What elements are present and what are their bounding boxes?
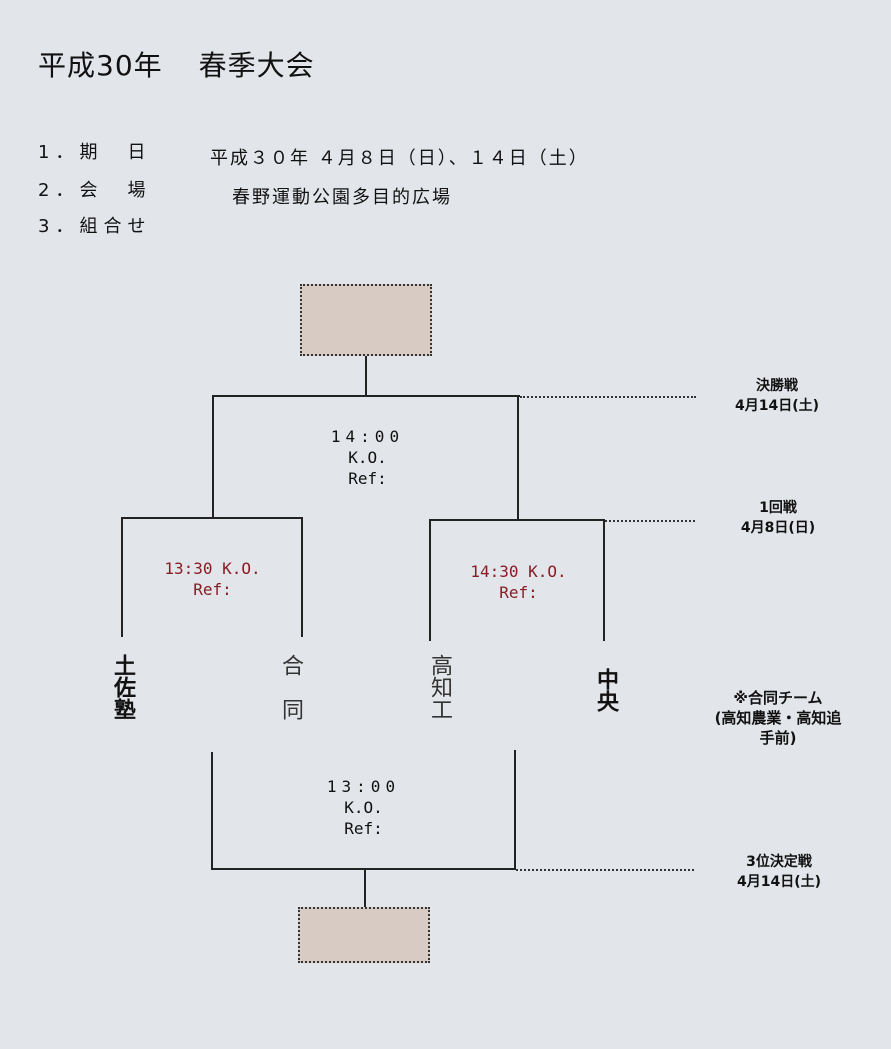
final-left-leg <box>212 395 214 519</box>
final-bar <box>212 395 520 397</box>
round1-dotted-guide <box>605 520 695 522</box>
third-stem <box>364 870 366 908</box>
champion-box <box>300 284 432 356</box>
final-ref: Ref: <box>348 469 387 488</box>
semi-left-leg-b <box>301 517 303 637</box>
semi-right-ref: Ref: <box>499 583 538 602</box>
third-time: 13:00 <box>326 777 401 796</box>
third-ko: K.O. <box>344 798 383 817</box>
third-dotted-guide <box>516 869 694 871</box>
final-ko: K.O. <box>348 448 387 467</box>
info-value-date: 平成３０年 ４月８日（日）、１４日（土） <box>210 148 589 169</box>
page-title: 平成30年 春季大会 <box>38 44 315 84</box>
semi-right-match-info: 14:30 K.O. Ref: <box>446 561 591 603</box>
side-label-third: 3位決定戦 4月14日(土) <box>736 854 822 890</box>
third-match-info: 13:00 K.O. Ref: <box>296 776 431 839</box>
final-dotted-guide <box>520 396 696 398</box>
semi-right-bar <box>429 519 605 521</box>
team-kochiko: 高知工 <box>427 654 452 720</box>
info-label-date: 1．期 日 <box>38 142 152 163</box>
third-right-leg <box>514 750 516 870</box>
team-godo: 合同 <box>278 654 303 742</box>
side-label-round1: 1回戦 4月8日(日) <box>740 500 816 536</box>
third-ref: Ref: <box>344 819 383 838</box>
team-tosajuku: 土佐塾 <box>110 654 135 720</box>
side-note-joint-team: ※合同チーム (高知農業・高知追 手前) <box>714 689 842 747</box>
semi-left-match-info: 13:30 K.O. Ref: <box>140 558 285 600</box>
semi-left-leg-a <box>121 517 123 637</box>
semi-left-ref: Ref: <box>193 580 232 599</box>
final-right-leg <box>517 395 519 521</box>
semi-right-time: 14:30 K.O. <box>470 562 567 581</box>
semi-left-time: 13:30 K.O. <box>164 559 261 578</box>
third-bar <box>211 868 516 870</box>
final-time: 14:00 <box>330 427 405 446</box>
champion-stem <box>365 356 367 396</box>
final-match-info: 14:00 K.O. Ref: <box>300 426 435 489</box>
title-year: 平成30年 <box>38 49 163 82</box>
semi-right-leg-b <box>603 519 605 641</box>
team-chuo: 中央 <box>593 668 618 712</box>
info-value-venue: 春野運動公園多目的広場 <box>232 187 452 208</box>
side-label-final: 決勝戦 4月14日(土) <box>734 378 820 414</box>
third-left-leg <box>211 752 213 870</box>
semi-left-bar <box>121 517 303 519</box>
third-place-box <box>298 907 430 963</box>
info-label-venue: 2．会 場 <box>38 180 152 201</box>
info-label-bracket: 3．組合せ <box>38 216 152 237</box>
title-event: 春季大会 <box>198 49 315 82</box>
semi-right-leg-a <box>429 519 431 641</box>
